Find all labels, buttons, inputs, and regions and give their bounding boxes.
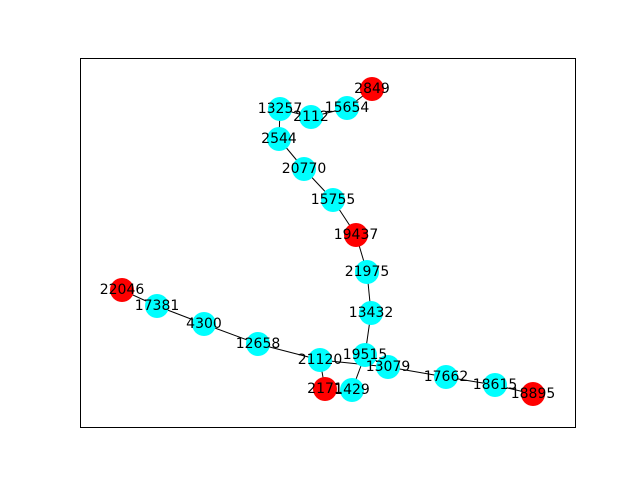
node-label-2849: 2849 bbox=[354, 81, 390, 97]
node-label-19437: 19437 bbox=[334, 227, 379, 243]
node-13432 bbox=[359, 301, 383, 325]
node-label-2171: 2171 bbox=[307, 381, 343, 397]
node-2112 bbox=[299, 105, 323, 129]
node-label-13432: 13432 bbox=[349, 305, 394, 321]
node-label-21975: 21975 bbox=[345, 264, 390, 280]
node-13257 bbox=[268, 97, 292, 121]
node-label-17381: 17381 bbox=[135, 298, 180, 314]
node-label-1429: 1429 bbox=[334, 382, 370, 398]
node-18615 bbox=[483, 373, 507, 397]
node-22046 bbox=[110, 278, 134, 302]
node-label-20770: 20770 bbox=[282, 161, 327, 177]
node-label-19515: 19515 bbox=[343, 347, 388, 363]
node-12658 bbox=[246, 332, 270, 356]
node-4300 bbox=[192, 312, 216, 336]
node-18895 bbox=[521, 382, 545, 406]
node-label-18895: 18895 bbox=[511, 386, 556, 402]
node-21120 bbox=[308, 348, 332, 372]
node-label-15654: 15654 bbox=[325, 100, 370, 116]
node-label-15755: 15755 bbox=[311, 192, 356, 208]
node-19515 bbox=[353, 343, 377, 367]
node-label-18615: 18615 bbox=[473, 377, 518, 393]
node-13079 bbox=[376, 355, 400, 379]
node-15654 bbox=[335, 96, 359, 120]
node-2849 bbox=[360, 77, 384, 101]
node-15755 bbox=[321, 188, 345, 212]
node-21975 bbox=[355, 260, 379, 284]
node-17662 bbox=[434, 365, 458, 389]
node-label-22046: 22046 bbox=[100, 282, 145, 298]
node-19437 bbox=[344, 223, 368, 247]
node-20770 bbox=[292, 157, 316, 181]
node-label-13257: 13257 bbox=[258, 101, 303, 117]
node-label-17662: 17662 bbox=[424, 369, 469, 385]
node-label-2112: 2112 bbox=[293, 109, 329, 125]
node-2171 bbox=[313, 377, 337, 401]
node-label-12658: 12658 bbox=[236, 336, 281, 352]
node-label-21120: 21120 bbox=[298, 352, 343, 368]
node-label-4300: 4300 bbox=[186, 316, 222, 332]
node-2544 bbox=[267, 127, 291, 151]
node-label-13079: 13079 bbox=[366, 359, 411, 375]
node-17381 bbox=[145, 294, 169, 318]
node-label-2544: 2544 bbox=[261, 131, 297, 147]
node-layer bbox=[110, 77, 545, 406]
node-1429 bbox=[340, 378, 364, 402]
